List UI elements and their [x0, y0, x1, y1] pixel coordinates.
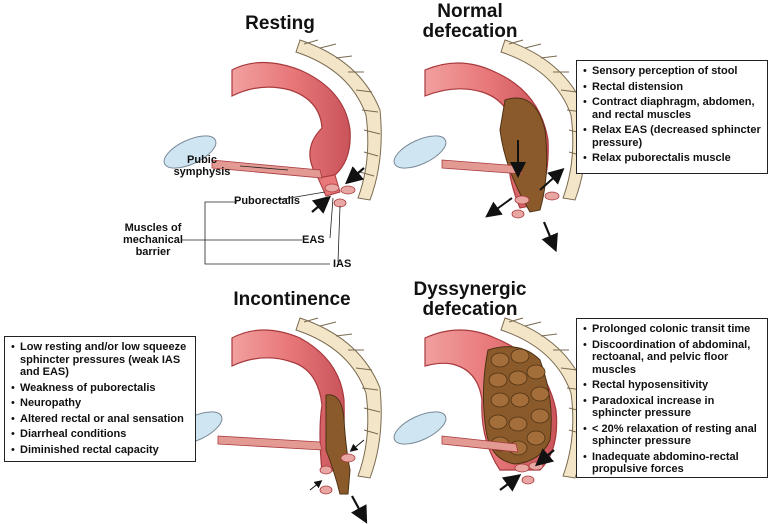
normal-defecation-item: Sensory perception of stool — [583, 65, 761, 78]
ias-label: IAS — [333, 258, 352, 270]
normal-title-line2: defecation — [422, 21, 518, 42]
incontinence-list: Low resting and/or low squeeze sphincter… — [11, 341, 189, 456]
muscles-line3: barrier — [135, 246, 171, 258]
pubic-symphysis-line2: symphysis — [173, 166, 231, 178]
eas-label: EAS — [302, 234, 325, 246]
dyssynergic-defecation-box: Prolonged colonic transit timeDiscoordin… — [576, 318, 768, 478]
dyssynergic-illustration — [393, 317, 587, 492]
muscles-line1: Muscles of — [124, 222, 182, 234]
normal-defecation-item: Rectal distension — [583, 81, 761, 94]
dyssynergic-title-line1: Dyssynergic — [413, 279, 527, 300]
dyssynergic-defecation-list: Prolonged colonic transit timeDiscoordin… — [583, 323, 761, 476]
puborectalis-sling — [211, 159, 323, 179]
muscles-mechanical-barrier-label: Muscles of mechanical barrier — [122, 222, 184, 258]
puborectalis-label: Puborectalis — [234, 195, 301, 207]
colon — [231, 61, 351, 179]
stool-incontinence — [325, 394, 351, 495]
stool-normal — [499, 97, 548, 213]
dyssynergic-item: Discoordination of abdominal, rectoanal,… — [583, 339, 761, 377]
normal-defecation-title: Normal defecation — [400, 2, 540, 42]
dyssynergic-item: Prolonged colonic transit time — [583, 323, 761, 336]
pubic-symphysis-line1: Pubic — [187, 154, 217, 166]
dyssynergic-defecation-title: Dyssynergic defecation — [400, 280, 540, 320]
incontinence-item: Neuropathy — [11, 397, 189, 410]
incontinence-item: Weakness of puborectalis — [11, 382, 189, 395]
dyssynergic-item: Rectal hyposensitivity — [583, 379, 761, 392]
muscles-line2: mechanical — [123, 234, 183, 246]
dyssynergic-title-line2: defecation — [422, 299, 518, 320]
resting-title: Resting — [245, 13, 315, 34]
normal-defecation-item: Relax puborectalis muscle — [583, 152, 761, 165]
incontinence-illustration — [169, 317, 382, 524]
incontinence-item: Diarrheal conditions — [11, 428, 189, 441]
normal-defecation-item: Relax EAS (decreased sphincter pressure) — [583, 124, 761, 149]
normal-defecation-list: Sensory perception of stoolRectal disten… — [583, 65, 761, 165]
dyssynergic-item: Paradoxical increase in sphincter pressu… — [583, 395, 761, 420]
normal-defecation-item: Contract diaphragm, abdomen, and rectal … — [583, 96, 761, 121]
pubic-symphysis-label: Pubic symphysis — [160, 154, 244, 178]
dyssynergic-item: Inadequate abdomino-rectal propulsive fo… — [583, 451, 761, 476]
incontinence-item: Diminished rectal capacity — [11, 444, 189, 457]
normal-defecation-box: Sensory perception of stoolRectal disten… — [576, 60, 768, 174]
incontinence-item: Low resting and/or low squeeze sphincter… — [11, 341, 189, 379]
incontinence-title: Incontinence — [233, 289, 351, 310]
sacrum-bones — [295, 39, 382, 201]
incontinence-item: Altered rectal or anal sensation — [11, 413, 189, 426]
resting-illustration — [163, 39, 382, 265]
incontinence-box: Low resting and/or low squeeze sphincter… — [4, 336, 196, 462]
normal-title-line1: Normal — [437, 1, 503, 22]
bladder — [163, 135, 217, 169]
dyssynergic-item: < 20% relaxation of resting anal sphinct… — [583, 423, 761, 448]
normal-defecation-illustration — [393, 39, 587, 253]
